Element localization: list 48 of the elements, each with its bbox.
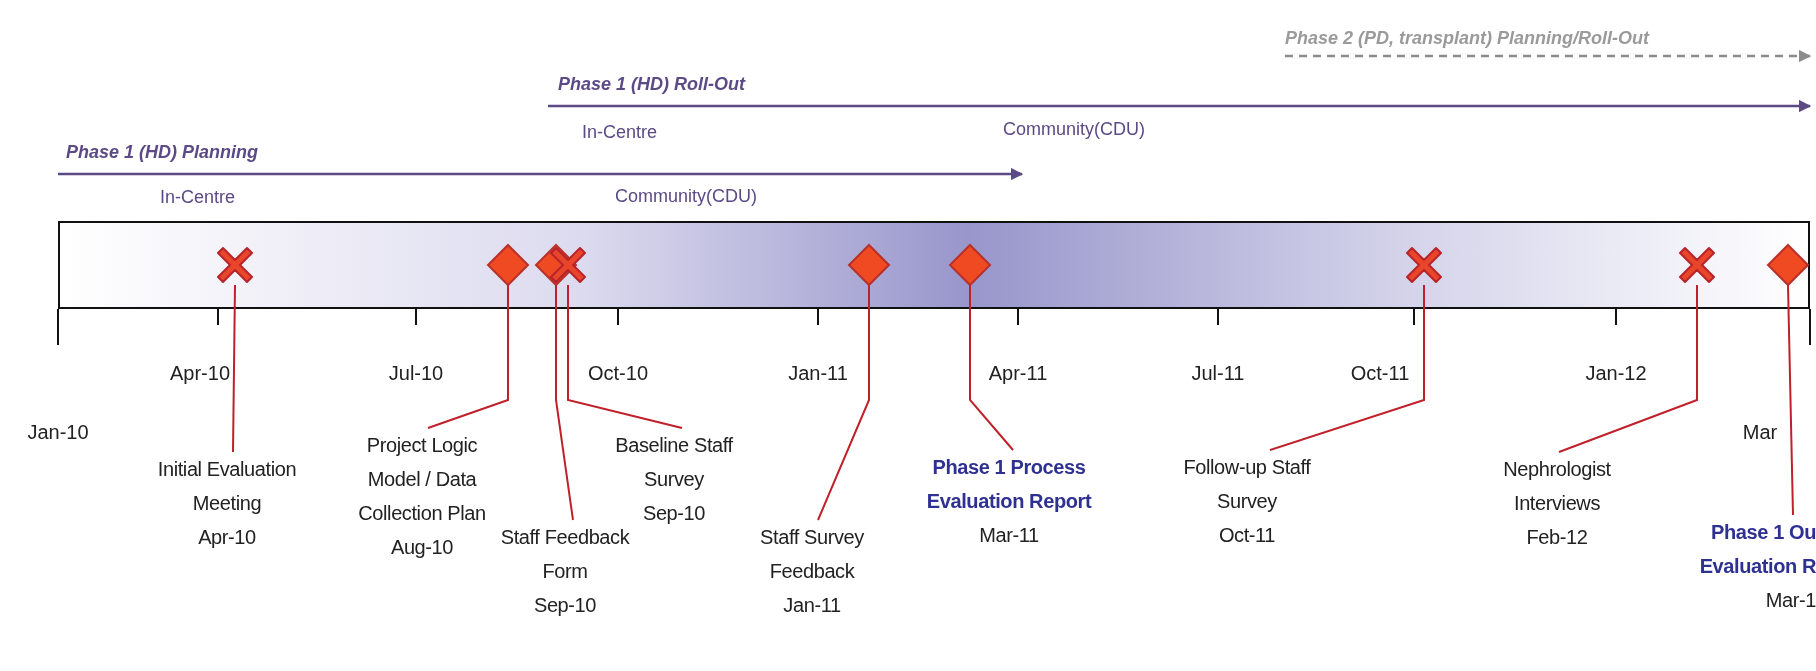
- milestone-label: Staff Survey Feedback: [759, 525, 865, 584]
- milestone-label: Follow-up Staff Survey: [1182, 455, 1312, 514]
- date-label: Aug-10: [389, 535, 455, 560]
- date-tick-label: Jan-12: [1585, 362, 1647, 385]
- diamond-marker: [847, 243, 891, 287]
- date-label: Mar-1: [1764, 588, 1816, 613]
- date-label: Sep-10: [532, 593, 598, 618]
- date-label: Mar-11: [978, 523, 1040, 548]
- timeline-bar: [58, 221, 1810, 309]
- date-tick-label: Jan-11: [788, 362, 848, 385]
- leader-line: [567, 284, 683, 429]
- date-tick-label: Jan-10: [27, 421, 89, 444]
- leader-line: [817, 284, 870, 521]
- date-tick-label: Jul-10: [388, 362, 444, 385]
- date-tick-label: Mar: [1742, 421, 1778, 444]
- date-tick-label: Jul-11: [1191, 362, 1245, 385]
- leader-line: [969, 284, 1014, 451]
- date-tick-label: Apr-10: [170, 362, 230, 385]
- stage-label: In-Centre: [582, 122, 658, 143]
- diamond-marker: [948, 243, 992, 287]
- phase-label: Phase 1 (HD) Roll-Out: [558, 74, 745, 95]
- date-label: Sep-10: [641, 501, 707, 526]
- milestone-label: Baseline Staff Survey: [614, 433, 734, 492]
- date-label: Feb-12: [1525, 525, 1589, 550]
- milestone-label: Project Logic Model / Data Collection Plan: [357, 433, 487, 526]
- milestone-label: Initial Evaluation Meeting: [156, 457, 298, 516]
- leader-line: [1787, 284, 1794, 516]
- leader-line: [427, 284, 509, 429]
- date-label: Apr-10: [197, 525, 257, 550]
- milestone-label: Phase 1 Process Evaluation Report: [925, 455, 1093, 514]
- stage-label: Community(CDU): [1003, 119, 1145, 140]
- date-label: Jan-11: [782, 593, 842, 618]
- phase-label: Phase 1 (HD) Planning: [66, 142, 259, 163]
- diamond-marker: [486, 243, 530, 287]
- date-label: Oct-11: [1217, 523, 1277, 548]
- milestone-label: Staff Feedback Form: [499, 525, 631, 584]
- leader-line: [232, 284, 236, 453]
- date-tick-label: Oct-10: [588, 362, 648, 385]
- diamond-marker: [1766, 243, 1810, 287]
- phase-label: Phase 2 (PD, transplant) Planning/Roll-Out: [1285, 28, 1650, 49]
- leader-line: [1269, 284, 1425, 451]
- date-tick-label: Apr-11: [988, 362, 1048, 385]
- leader-line: [555, 284, 574, 521]
- milestone-label: Phase 1 Ou Evaluation R: [1698, 520, 1816, 579]
- date-tick-label: Oct-11: [1350, 362, 1410, 385]
- milestone-label: Nephrologist Interviews: [1502, 457, 1612, 516]
- stage-label: In-Centre: [160, 187, 236, 208]
- stage-label: Community(CDU): [615, 186, 757, 207]
